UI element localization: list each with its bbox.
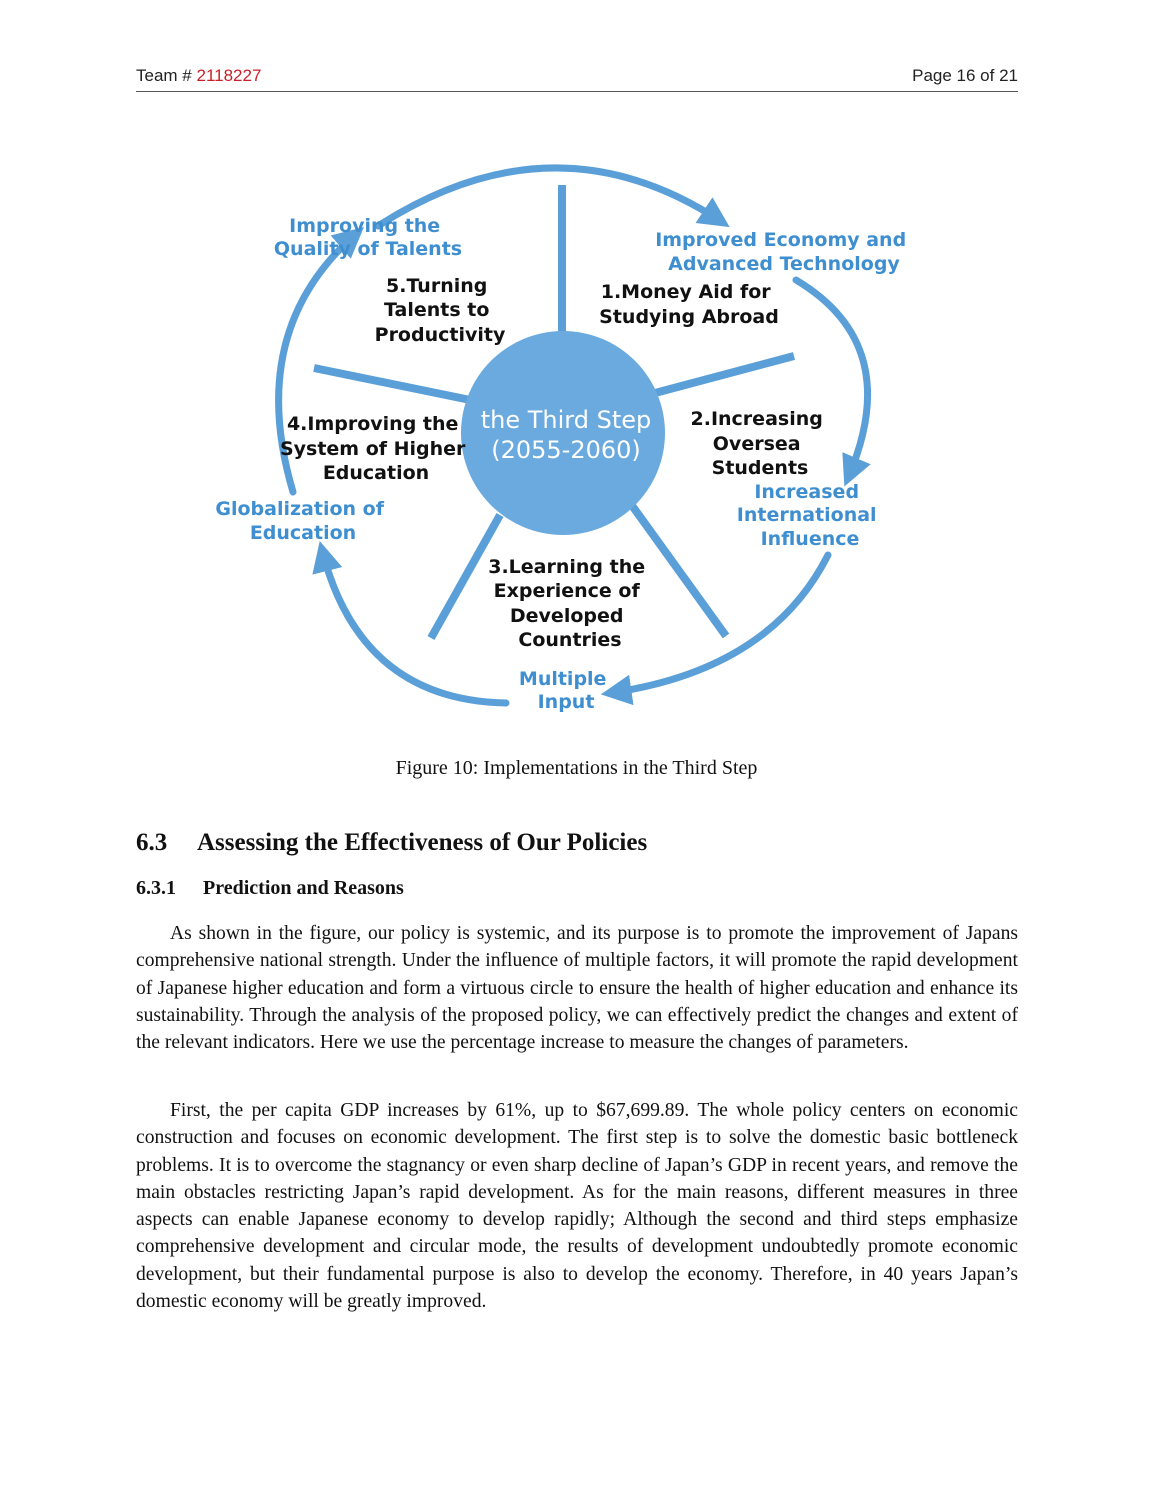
subsection-title: Prediction and Reasons — [203, 877, 404, 899]
center-circle — [461, 331, 665, 535]
page-number: Page 16 of 21 — [912, 66, 1018, 85]
arrow-to-talents — [275, 226, 364, 496]
section-number: 6.3 — [136, 829, 168, 856]
outcome-quality-of-talents: Improving the Quality of Talents — [274, 215, 462, 260]
step-5-label: 5.Turning Talents to Productivity — [375, 275, 506, 346]
step-4-label: 4.Improving the System of Higher Educati… — [280, 413, 472, 484]
spoke-5 — [313, 364, 481, 406]
body-paragraph-1: As shown in the figure, our policy is sy… — [136, 923, 1018, 1054]
step-3-label: 3.Learning the Experience of Developed C… — [488, 556, 652, 651]
header-team: Team # 2118227 — [136, 66, 261, 86]
section-title: Assessing the Effectiveness of Our Polic… — [197, 829, 648, 856]
subsection-number: 6.3.1 — [136, 877, 176, 899]
team-number: 2118227 — [196, 66, 262, 85]
center-label-line2: (2055-2060) — [491, 436, 641, 464]
step-2-label: 2.Increasing Oversea Students — [691, 408, 830, 479]
outcome-economy-technology: Improved Economy and Advanced Technology — [655, 229, 913, 275]
cycle-diagram: the Third Step (2055-2060) Improving the… — [215, 164, 913, 713]
team-prefix: Team # — [136, 66, 197, 85]
arrow-to-globalization — [312, 541, 510, 707]
outcome-international-influence: Increased International Influence — [737, 481, 883, 550]
outcome-globalization: Globalization of Education — [215, 498, 390, 544]
header-rule — [136, 91, 1018, 92]
arrow-to-economy — [374, 164, 730, 230]
spoke-4 — [427, 513, 504, 640]
figure-caption: Figure 10: Implementations in the Third … — [395, 757, 758, 779]
step-1-label: 1.Money Aid for Studying Abroad — [599, 281, 779, 328]
outcome-multiple-input: Multiple Input — [519, 668, 613, 713]
center-label-line1: the Third Step — [481, 406, 652, 434]
subsection-heading: 6.3.1 Prediction and Reasons — [136, 877, 404, 900]
spoke-2 — [653, 352, 796, 397]
section-heading: 6.3 Assessing the Effectiveness of Our Po… — [136, 829, 647, 857]
spoke-3 — [624, 497, 730, 639]
arrow-to-input — [600, 551, 832, 706]
arrow-to-influence — [792, 276, 871, 487]
body-paragraph-2: First, the per capita GDP increases by 6… — [136, 1100, 1018, 1313]
